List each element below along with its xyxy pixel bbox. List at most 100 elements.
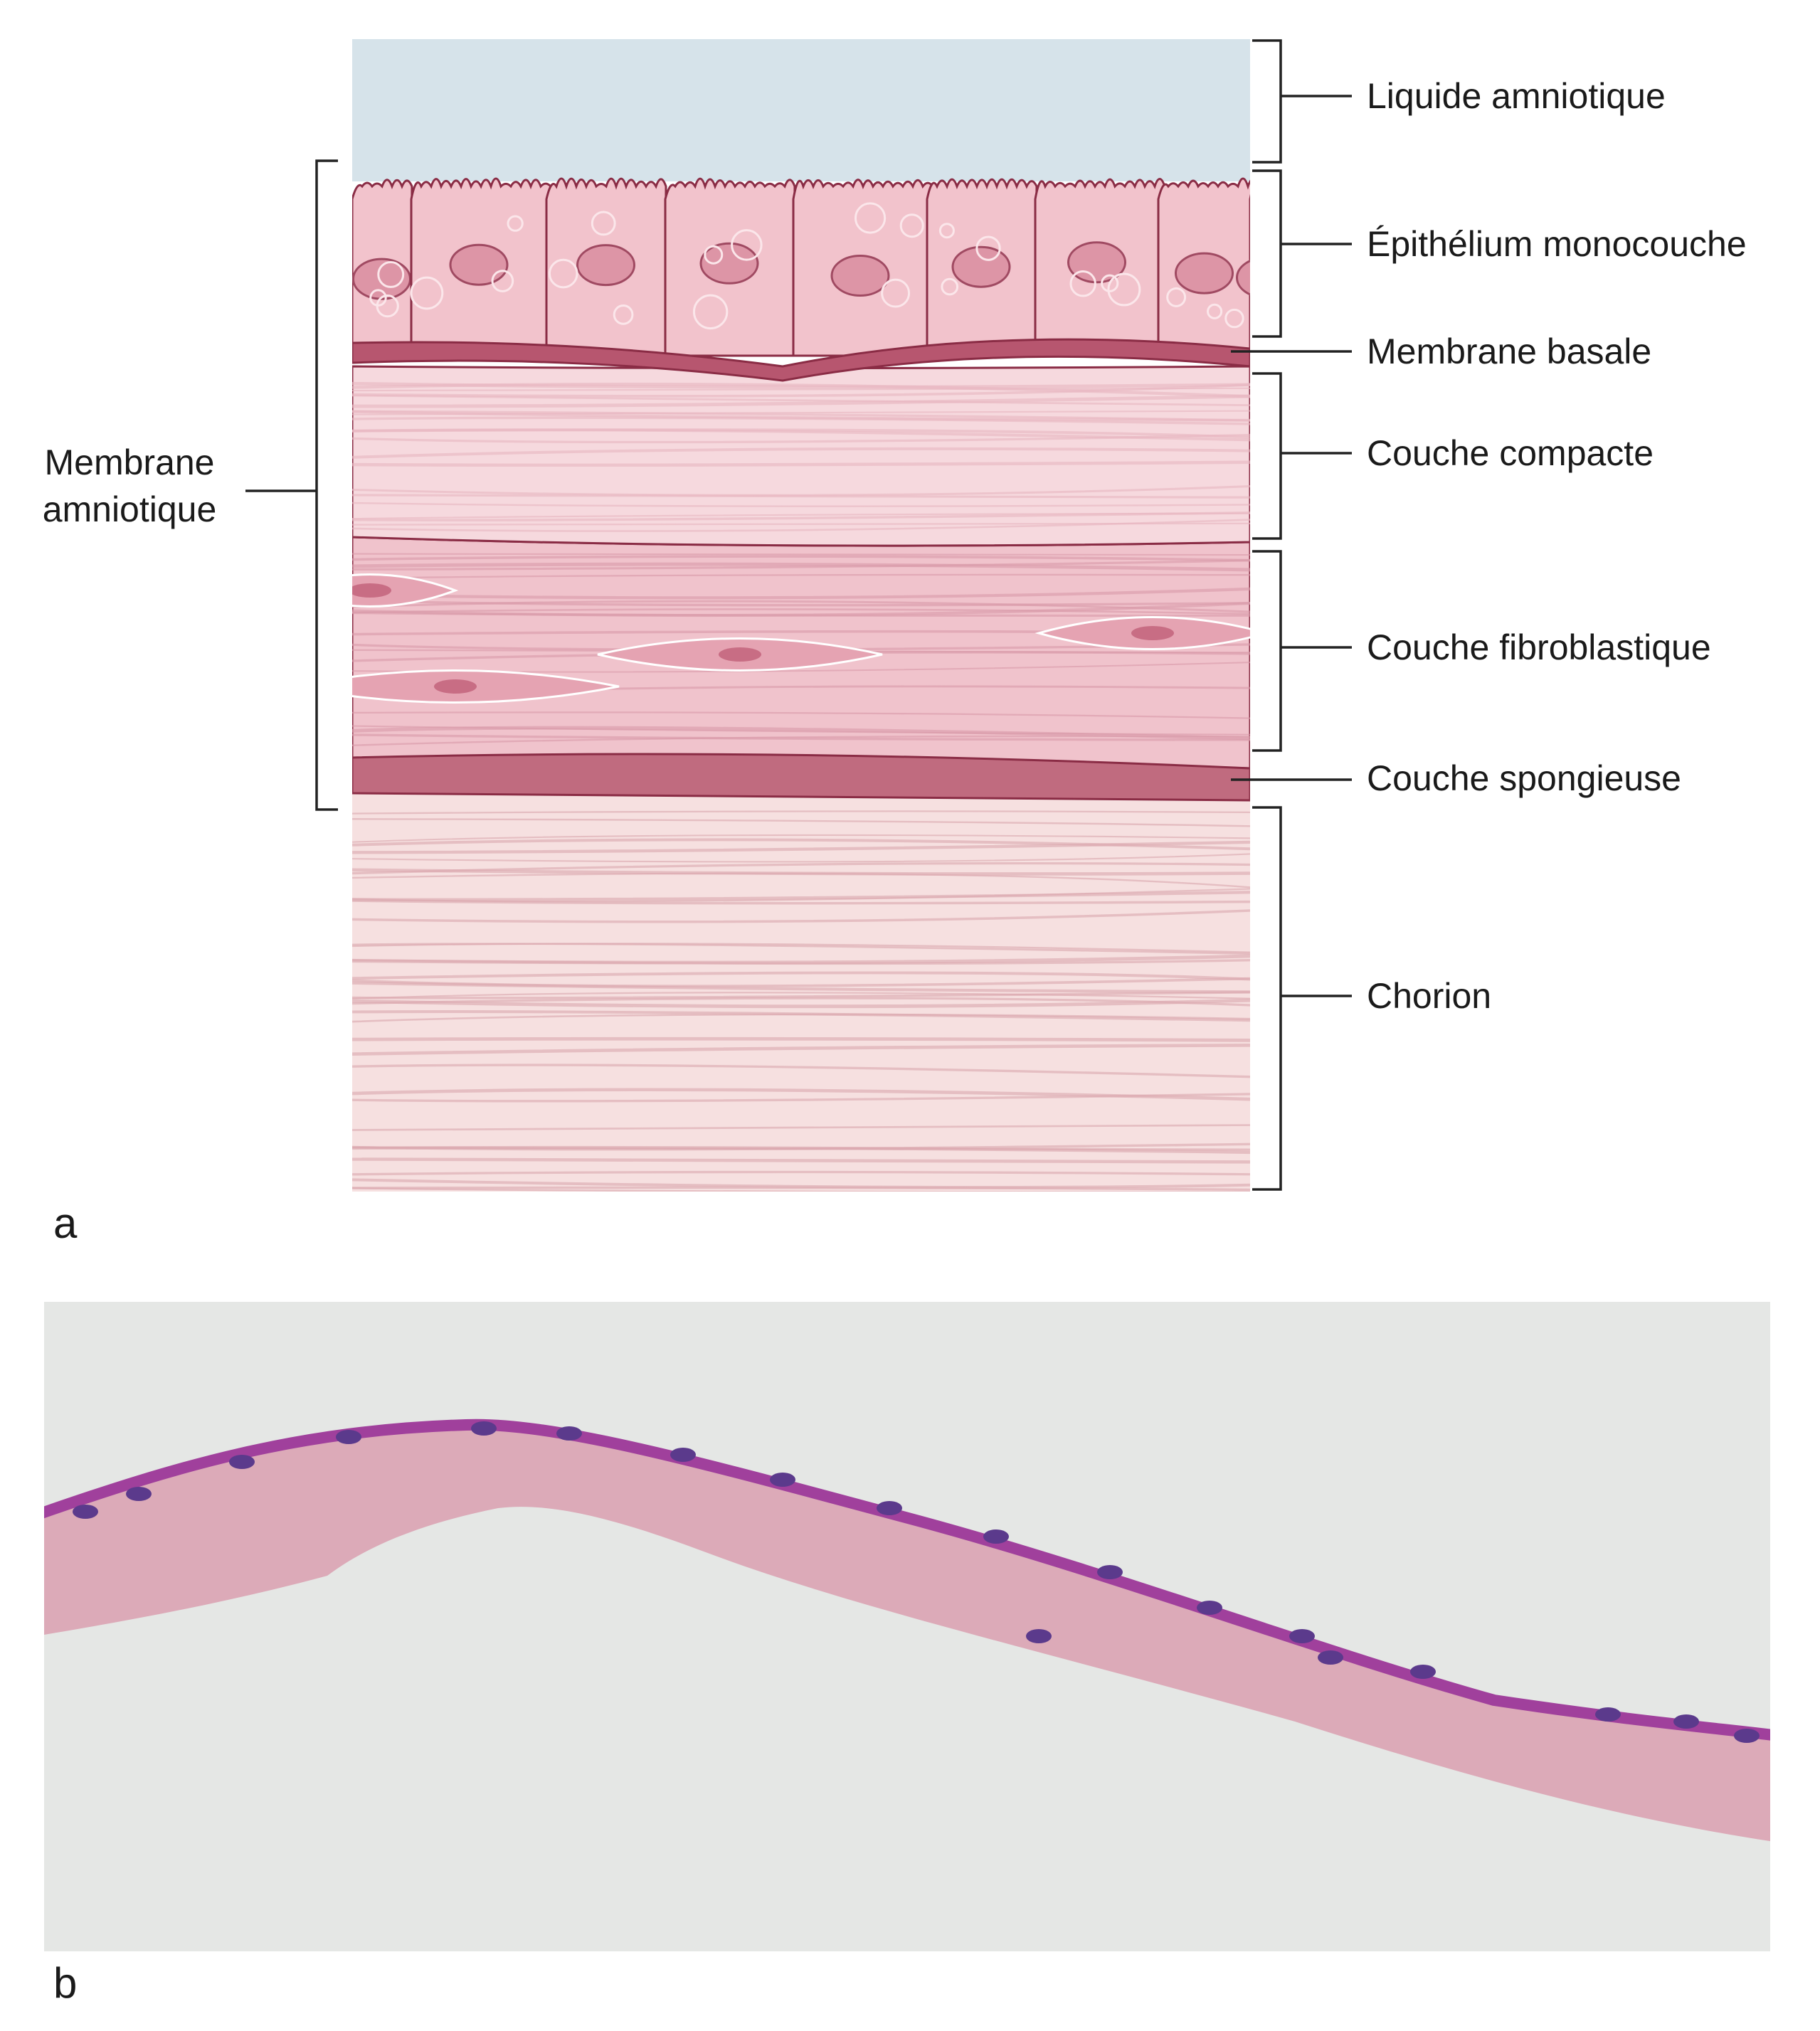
- fiber: [352, 1036, 1250, 1042]
- fiber: [352, 711, 1250, 719]
- fiber: [352, 810, 1250, 815]
- cell-nucleus: [229, 1455, 255, 1469]
- vesicle: [1259, 279, 1272, 292]
- fiber: [352, 943, 1250, 953]
- cell-nucleus: [73, 1505, 98, 1519]
- cell-nucleus: [1197, 1601, 1222, 1615]
- fiber: [352, 909, 1250, 923]
- vesicle: [899, 213, 924, 238]
- cell-nucleus: [1734, 1729, 1760, 1743]
- fiber: [352, 382, 1250, 398]
- fiber: [352, 853, 1250, 863]
- vesicle: [938, 223, 955, 239]
- fiber: [352, 1142, 1250, 1151]
- bracket-compact: [1252, 372, 1352, 540]
- fibroblast-nucleus: [719, 647, 761, 662]
- fiber: [352, 600, 1250, 613]
- fiber: [352, 1187, 1250, 1192]
- fibroblast: [352, 573, 459, 608]
- label-compact: Couche compacte: [1367, 433, 1654, 473]
- fiber: [352, 1124, 1250, 1131]
- bracket-epithelium: [1252, 169, 1352, 338]
- cell-nucleus: [471, 1421, 497, 1436]
- fibroblast-nucleus: [1131, 626, 1174, 640]
- fiber: [352, 981, 1250, 994]
- fiber: [352, 428, 1250, 439]
- fiber: [352, 992, 1250, 999]
- fiber: [352, 447, 1250, 459]
- layer-labels: Liquide amniotique Épithélium monocouche…: [43, 76, 1747, 1247]
- cell-nucleus: [1595, 1707, 1621, 1722]
- epithelial-cells: [352, 177, 1273, 357]
- fiber: [352, 573, 1250, 580]
- panel-letter-b: b: [53, 1959, 77, 2007]
- cell-nucleus: [951, 245, 1011, 288]
- fiber: [352, 1093, 1250, 1103]
- cell-nucleus: [1175, 252, 1234, 295]
- spongy-layer: [352, 753, 1250, 802]
- label-spongy: Couche spongieuse: [1367, 758, 1681, 798]
- cell-nucleus: [1026, 1629, 1052, 1643]
- fiber: [352, 553, 1250, 556]
- vesicle: [548, 258, 578, 289]
- cell-nucleus: [556, 1426, 582, 1441]
- vesicle: [1224, 308, 1244, 329]
- vesicle: [854, 202, 887, 234]
- fiber: [352, 416, 1250, 425]
- fiber: [352, 494, 1250, 499]
- fibroblast-cells: [352, 573, 1250, 704]
- fiber: [352, 383, 1250, 398]
- label-brackets: [245, 39, 1352, 1191]
- vesicle: [491, 270, 514, 292]
- fiber: [352, 433, 1250, 444]
- fibroblast-fibers: [352, 553, 1250, 746]
- vesicle: [1259, 223, 1273, 238]
- fiber: [352, 1157, 1250, 1164]
- vesicle: [731, 229, 763, 261]
- fiber: [352, 725, 1250, 736]
- vesicle: [941, 277, 959, 296]
- cell-nucleus: [1236, 260, 1250, 296]
- cell-nucleus: [770, 1473, 795, 1487]
- fiber: [352, 818, 1250, 827]
- bracket-liquid: [1252, 39, 1352, 164]
- cell-nucleus: [830, 255, 890, 297]
- label-amniotic-membrane-line2: amniotique: [43, 489, 217, 529]
- cell-nucleus: [1289, 1629, 1315, 1643]
- vesicle: [1101, 274, 1119, 292]
- label-amniotic-membrane-line1: Membrane: [45, 442, 215, 482]
- vesicle: [704, 245, 724, 265]
- label-chorion: Chorion: [1367, 976, 1491, 1016]
- compact-fibers: [352, 381, 1250, 532]
- tissue-section: [44, 1424, 1770, 1842]
- cell-nucleus: [983, 1529, 1009, 1544]
- fiber: [352, 891, 1250, 901]
- label-fibro: Couche fibroblastique: [1367, 627, 1711, 667]
- cell-nucleus: [699, 242, 759, 285]
- fibroblast-nucleus: [352, 583, 391, 598]
- fiber: [352, 502, 1250, 507]
- cell-nucleus: [576, 244, 635, 287]
- fiber: [352, 394, 1250, 408]
- vesicle: [369, 289, 387, 307]
- epithelial-lining: [44, 1418, 1770, 1741]
- liquid-layer: [352, 39, 1250, 181]
- fiber: [352, 587, 1250, 600]
- fiber: [352, 998, 1250, 1009]
- fiber: [352, 410, 1250, 422]
- fiber: [352, 394, 1250, 407]
- fiber: [352, 888, 1250, 903]
- cell-nucleus: [1097, 1565, 1123, 1579]
- fiber: [352, 1186, 1250, 1192]
- vesicle: [1069, 270, 1096, 297]
- nuclei: [73, 1421, 1760, 1743]
- fiber: [352, 608, 1250, 615]
- fiber: [352, 1044, 1250, 1056]
- fibroblast: [352, 669, 620, 704]
- vesicle: [613, 304, 634, 325]
- fiber: [352, 899, 1250, 905]
- label-epithelium: Épithélium monocouche: [1367, 224, 1747, 264]
- fiber: [352, 485, 1250, 497]
- vesicle: [410, 276, 444, 310]
